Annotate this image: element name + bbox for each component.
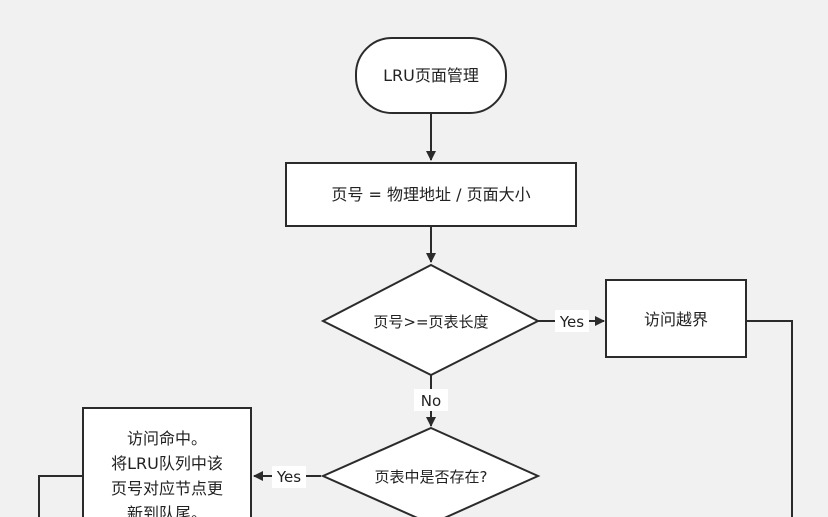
bounds-check-label: 页号>=页表长度 bbox=[373, 313, 488, 331]
bounds-no-label: No bbox=[421, 392, 441, 410]
page-exists-label: 页表中是否存在? bbox=[375, 468, 488, 486]
edge-hit-exit bbox=[38, 475, 83, 517]
edge-out-of-bounds-exit bbox=[746, 320, 793, 517]
start-label: LRU页面管理 bbox=[383, 66, 479, 85]
compute-page-number-label: 页号 = 物理地址 / 页面大小 bbox=[331, 185, 530, 204]
page-hit-label-line1: 访问命中。 bbox=[127, 429, 207, 448]
page-hit-label-line3: 页号对应节点更 bbox=[111, 479, 223, 498]
bounds-no-label-bg bbox=[414, 389, 448, 411]
page-exists-decision bbox=[320, 426, 541, 517]
out-of-bounds-node bbox=[605, 279, 747, 358]
exists-yes-label: Yes bbox=[276, 468, 301, 486]
exists-yes-label-bg bbox=[272, 466, 306, 488]
out-of-bounds-label: 访问越界 bbox=[644, 310, 708, 329]
compute-page-number-node bbox=[285, 162, 577, 227]
bounds-yes-label: Yes bbox=[559, 313, 584, 331]
page-hit-node bbox=[82, 407, 252, 517]
page-hit-label-line2: 将LRU队列中该 bbox=[111, 454, 223, 473]
bounds-check-decision bbox=[320, 263, 541, 377]
bounds-yes-label-bg bbox=[555, 310, 589, 332]
page-hit-label-line4: 新到队尾。 bbox=[127, 504, 207, 517]
start-node bbox=[355, 37, 507, 114]
